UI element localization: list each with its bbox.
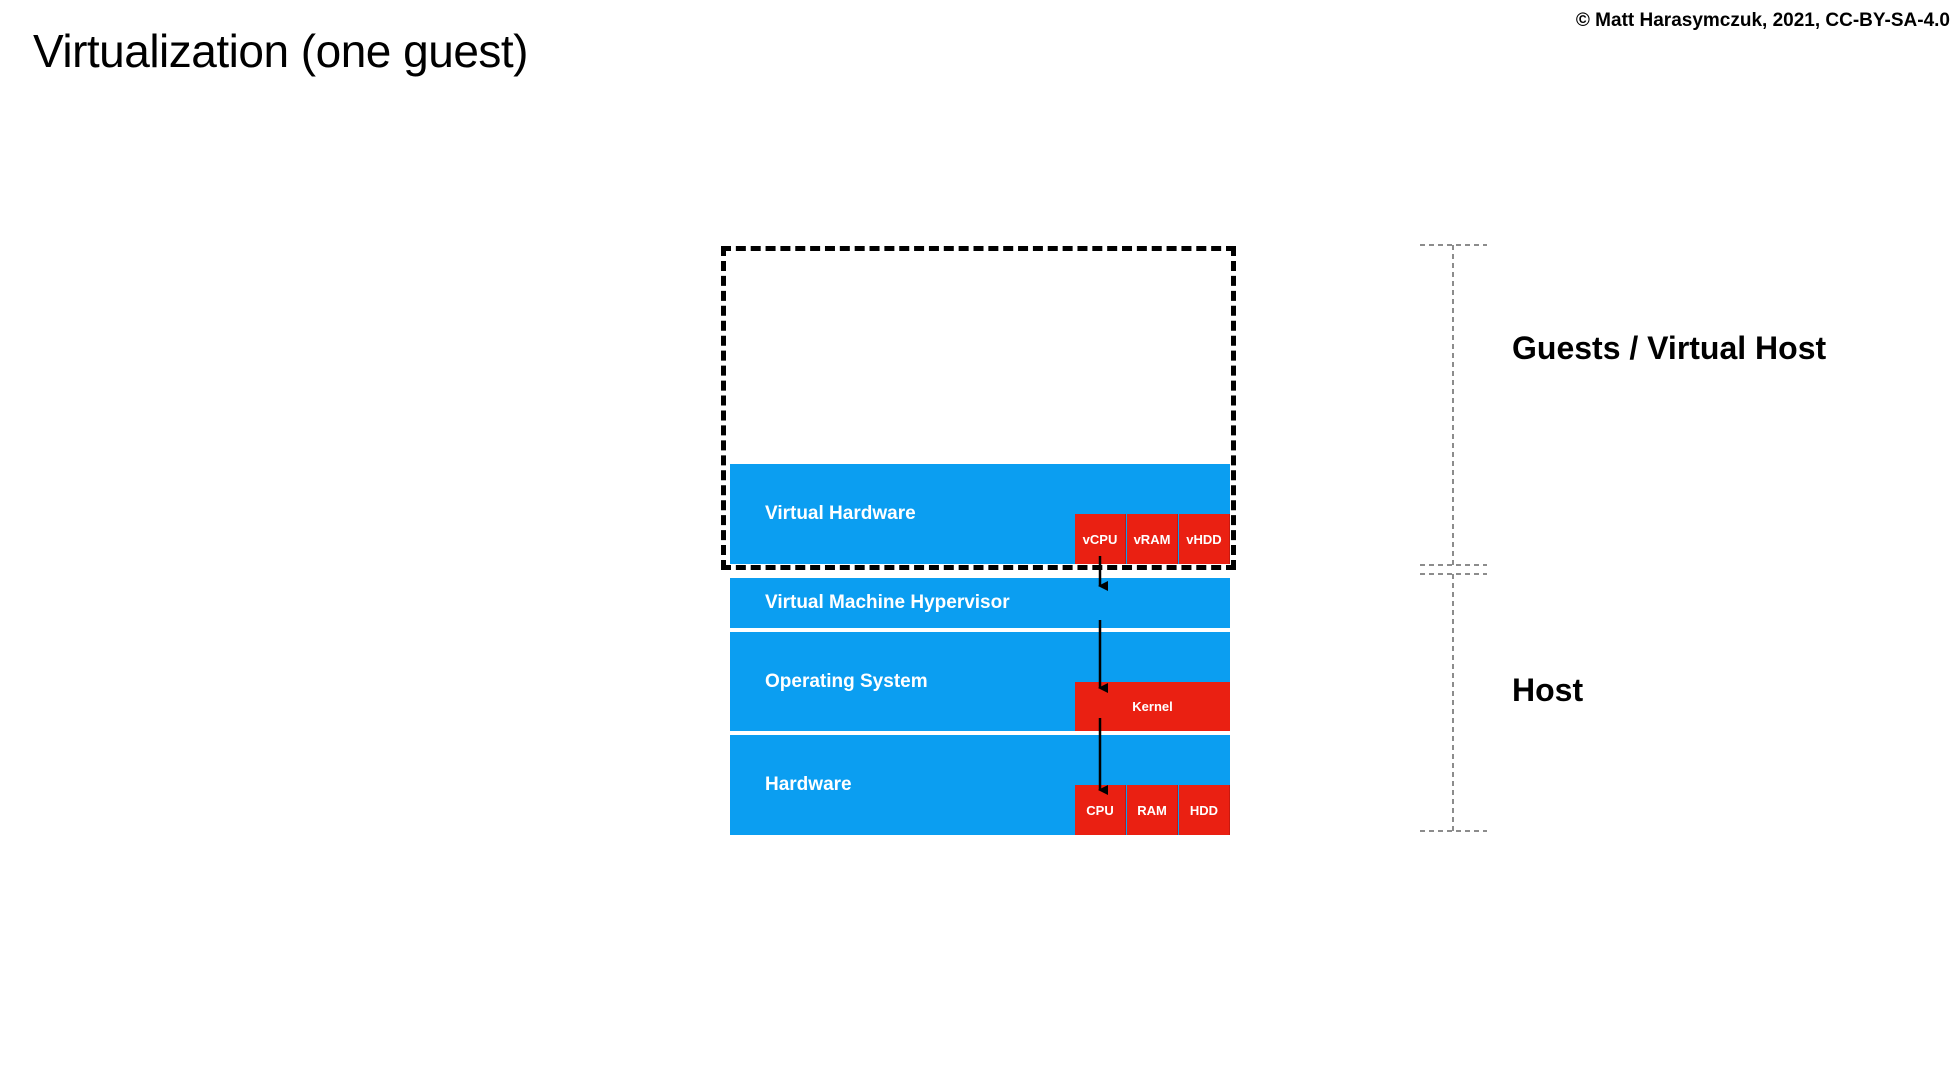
cpu-chip: CPU (1075, 785, 1126, 835)
virtual-hardware-label: Virtual Hardware (765, 503, 916, 524)
copyright-notice: © Matt Harasymczuk, 2021, CC-BY-SA-4.0 (1575, 10, 1950, 31)
host-label: Host (1512, 672, 1584, 708)
vcpu-chip: vCPU (1075, 514, 1126, 564)
slide-title: Virtualization (one guest) (33, 25, 529, 77)
hypervisor-label: Virtual Machine Hypervisor (765, 592, 1010, 613)
hypervisor-layer: Virtual Machine Hypervisor (730, 578, 1230, 628)
hardware-label: Hardware (765, 774, 852, 795)
guests-virtual-host-label: Guests / Virtual Host (1512, 330, 1827, 366)
hdd-chip: HDD (1179, 785, 1230, 835)
guest-boundary-box (721, 246, 1236, 570)
vhdd-chip: vHDD (1179, 514, 1230, 564)
operating-system-layer: Operating System (730, 632, 1230, 731)
operating-system-label: Operating System (765, 671, 928, 692)
vram-chip: vRAM (1127, 514, 1178, 564)
ram-chip: RAM (1127, 785, 1178, 835)
host-bracket (1420, 573, 1487, 832)
guests-bracket (1420, 244, 1487, 566)
